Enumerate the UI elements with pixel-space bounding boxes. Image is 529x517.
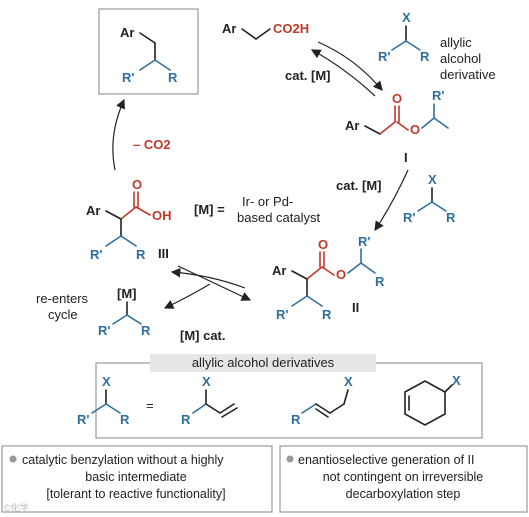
product-box (98, 8, 199, 95)
allylic2-r: R (446, 210, 456, 225)
deriv-x: X (102, 374, 111, 389)
catalyst-def-2: Ir- or Pd- (242, 194, 293, 209)
reenter-m: [M] (117, 286, 137, 301)
d1-r: R (181, 412, 191, 427)
note-left-1: catalytic benzylation without a highly (22, 453, 224, 467)
allylic2-r1: R' (403, 210, 415, 225)
acid-iii-oh: OH (152, 208, 172, 223)
allylic-x: X (402, 10, 411, 25)
reenter-2: cycle (48, 307, 78, 322)
note-right-2: not contingent on irreversible (323, 470, 484, 484)
product-r1: R' (122, 70, 134, 85)
acid-iii-r: R (136, 247, 146, 262)
deriv-r1: R' (77, 412, 89, 427)
deriv-r: R (120, 412, 130, 427)
d2-r: R (291, 412, 301, 427)
cyclohexene-ring (404, 380, 446, 426)
reenter-r1: R' (98, 323, 110, 338)
note-right-1: enantioselective generation of II (298, 453, 475, 467)
reenter-1: re-enters (36, 291, 89, 306)
minus-co2: – CO2 (133, 137, 171, 152)
ester-ii-o-carbonyl: O (318, 237, 328, 252)
ester-ii-r-bottom: R (322, 307, 332, 322)
ester-i-id: I (404, 150, 408, 165)
derivatives-title: allylic alcohol derivatives (192, 355, 335, 370)
allylic-r: R (420, 49, 430, 64)
ester-i-o: O (410, 122, 420, 137)
acid-iii-o: O (132, 177, 142, 192)
note-left-2: basic intermediate (85, 470, 186, 484)
allylic-caption-2: alcohol (440, 51, 481, 66)
acid-ar: Ar (222, 21, 236, 36)
d2-x: X (344, 374, 353, 389)
acid-co2h: CO2H (273, 21, 309, 36)
ester-i-r1: R' (432, 88, 444, 103)
cat-m-1: cat. [M] (285, 68, 331, 83)
reenter-r: R (141, 323, 151, 338)
ester-ii-id: II (352, 300, 359, 315)
ester-ii-r1-top: R' (358, 234, 370, 249)
acid-iii-id: III (158, 246, 169, 261)
allylic-caption-3: derivative (440, 67, 496, 82)
acid-iii-ar: Ar (86, 203, 100, 218)
ester-ii-r: R (375, 274, 385, 289)
d3-x: X (452, 373, 461, 388)
ester-ii-r1: R' (276, 307, 288, 322)
ester-i-ar: Ar (345, 118, 359, 133)
product-r: R (168, 70, 178, 85)
ester-ii-o: O (336, 267, 346, 282)
acid-iii-r1: R' (90, 247, 102, 262)
watermark: ©化学 (4, 502, 29, 513)
ester-i-o-carbonyl: O (392, 91, 402, 106)
allylic-r1: R' (378, 49, 390, 64)
allylic-caption-1: allylic (440, 35, 472, 50)
cat-m-2: cat. [M] (336, 178, 382, 193)
note-left-3: [tolerant to reactive functionality] (46, 487, 225, 501)
m-cat: [M] cat. (180, 328, 226, 343)
deriv-equals: = (146, 398, 154, 413)
derivatives-box (95, 362, 483, 439)
note-right-3: decarboxylation step (346, 487, 461, 501)
catalyst-def-3: based catalyst (237, 210, 320, 225)
catalyst-def-1: [M] = (194, 202, 225, 217)
note-right-box (279, 445, 528, 513)
product-ar: Ar (120, 25, 134, 40)
d1-x: X (202, 374, 211, 389)
ester-ii-ar: Ar (272, 263, 286, 278)
allylic2-x: X (428, 172, 437, 187)
note-left-box (1, 445, 273, 513)
